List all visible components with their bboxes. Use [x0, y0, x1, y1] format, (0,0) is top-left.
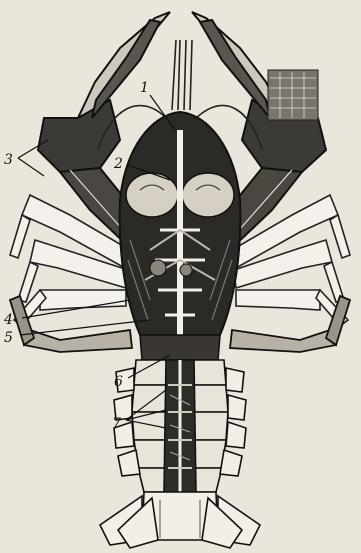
label-5: 5: [4, 330, 13, 346]
cephalothorax: [120, 112, 241, 340]
label-7: 7: [112, 416, 121, 432]
label-6: 6: [114, 374, 123, 390]
label-1: 1: [140, 80, 149, 96]
label-3: 3: [4, 152, 13, 168]
label-2: 2: [113, 156, 123, 172]
label-4: 4: [3, 312, 13, 328]
